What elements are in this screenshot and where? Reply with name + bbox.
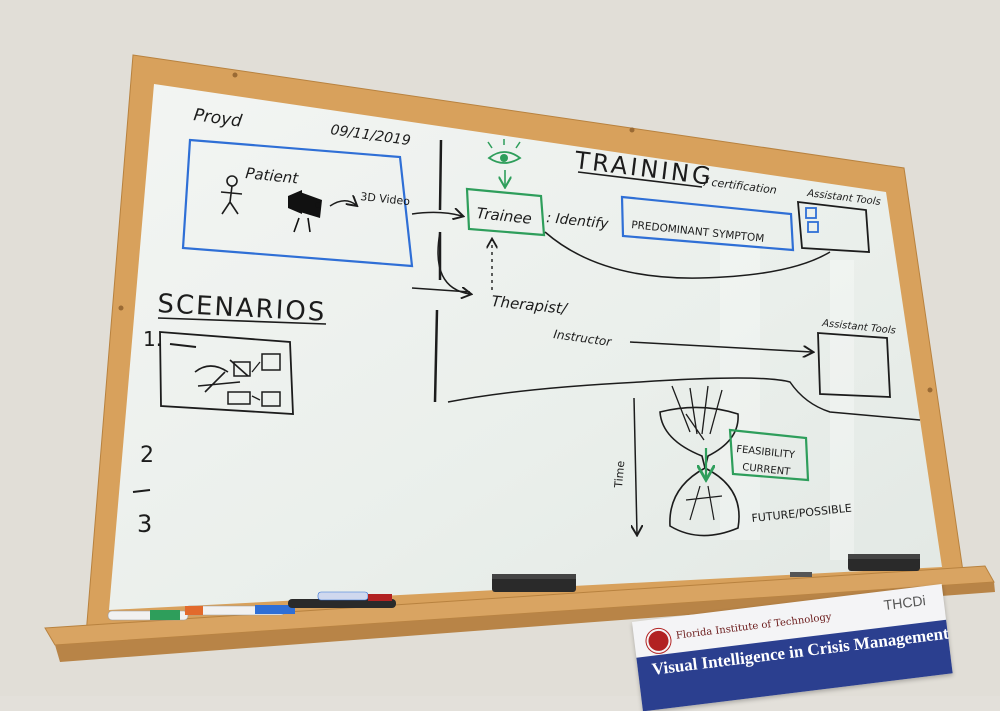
identify-label: : Identify [546,210,610,232]
camera-icon [288,190,322,218]
eraser-left [492,576,576,592]
time-label: Time [612,460,627,489]
patient-video-box: Patient 3D Video [181,138,414,268]
institute-logo-icon [645,627,672,655]
hourglass-sketch [659,385,740,537]
trainee-label: Trainee [476,204,533,228]
scenario-1-sketch [159,331,294,415]
markers [107,572,812,621]
current-label: CURRENT [742,462,792,478]
patient-label: Patient [245,164,301,188]
assistant-tools-box-top [797,200,870,253]
assistant-tools-box-mid [817,332,891,398]
org-name: THCDi [882,592,927,614]
trainee-box: Trainee [465,187,546,237]
video-label: 3D Video [360,190,411,208]
scenario-number-1: 1. [143,327,162,351]
scenario-number-2: 2 [140,443,154,468]
scenario-number-3: 3 [137,510,152,538]
eye-icon [487,139,522,186]
eraser-right [848,556,920,571]
whiteboard-scene: Proyd 09/11/2019 Patient 3D Video Traine… [0,0,1000,696]
